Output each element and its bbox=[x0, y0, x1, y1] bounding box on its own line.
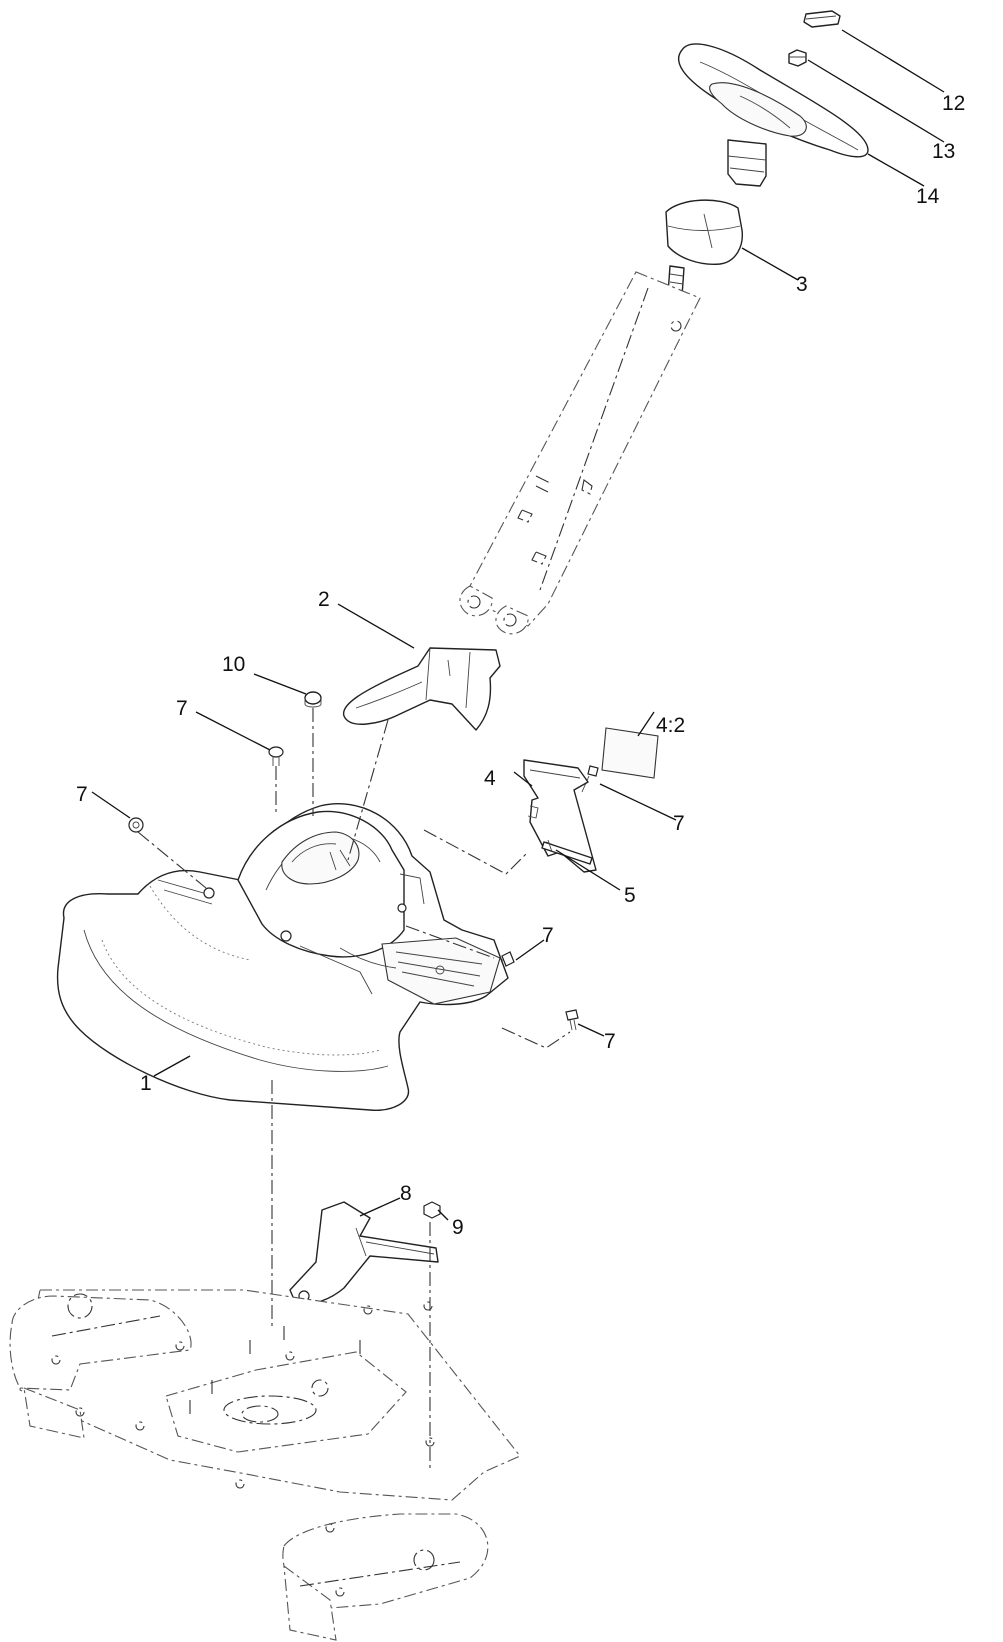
part-8-mounting-bracket bbox=[289, 1201, 439, 1306]
part-13-nut bbox=[788, 49, 807, 67]
callout-9: 9 bbox=[452, 1216, 464, 1239]
callout-12: 12 bbox=[942, 92, 965, 115]
part-7-screw-b bbox=[128, 817, 144, 833]
callout-7-bottom: 7 bbox=[604, 1030, 616, 1053]
leader-lines bbox=[91, 29, 945, 1221]
callout-2: 2 bbox=[318, 588, 330, 611]
callout-7-left: 7 bbox=[76, 783, 88, 806]
part-3-column-boot bbox=[665, 199, 743, 265]
chassis-frame-phantom bbox=[9, 1289, 521, 1641]
callout-4: 4 bbox=[484, 767, 496, 790]
callout-3: 3 bbox=[796, 273, 808, 296]
part-5-pin bbox=[541, 839, 593, 865]
part-4-2-decal bbox=[601, 727, 659, 779]
callout-5: 5 bbox=[624, 884, 636, 907]
part-10-plug bbox=[304, 691, 322, 708]
part-14-steering-wheel bbox=[677, 43, 869, 187]
callout-8: 8 bbox=[400, 1182, 412, 1205]
part-7-screw-a bbox=[268, 746, 284, 766]
steering-column-tube bbox=[459, 271, 701, 635]
callout-1: 1 bbox=[140, 1072, 152, 1095]
part-1-console-pedestal bbox=[56, 803, 509, 1111]
callout-labels: 12 13 14 3 2 10 7 4:2 4 7 7 5 7 7 1 8 9 bbox=[76, 92, 965, 1239]
callout-7-middle: 7 bbox=[542, 924, 554, 947]
callout-7-right: 7 bbox=[673, 812, 685, 835]
callout-13: 13 bbox=[932, 140, 955, 163]
callout-10: 10 bbox=[222, 653, 245, 676]
assembly-center-lines bbox=[137, 708, 571, 1468]
part-2-lower-column-shroud bbox=[343, 647, 501, 731]
callout-4-2: 4:2 bbox=[656, 714, 685, 737]
part-12-hub-cap bbox=[803, 10, 841, 28]
part-7-screw-e bbox=[565, 1009, 579, 1031]
part-9-nut bbox=[423, 1201, 441, 1219]
callout-14: 14 bbox=[916, 185, 940, 208]
callout-7-top: 7 bbox=[176, 697, 188, 720]
